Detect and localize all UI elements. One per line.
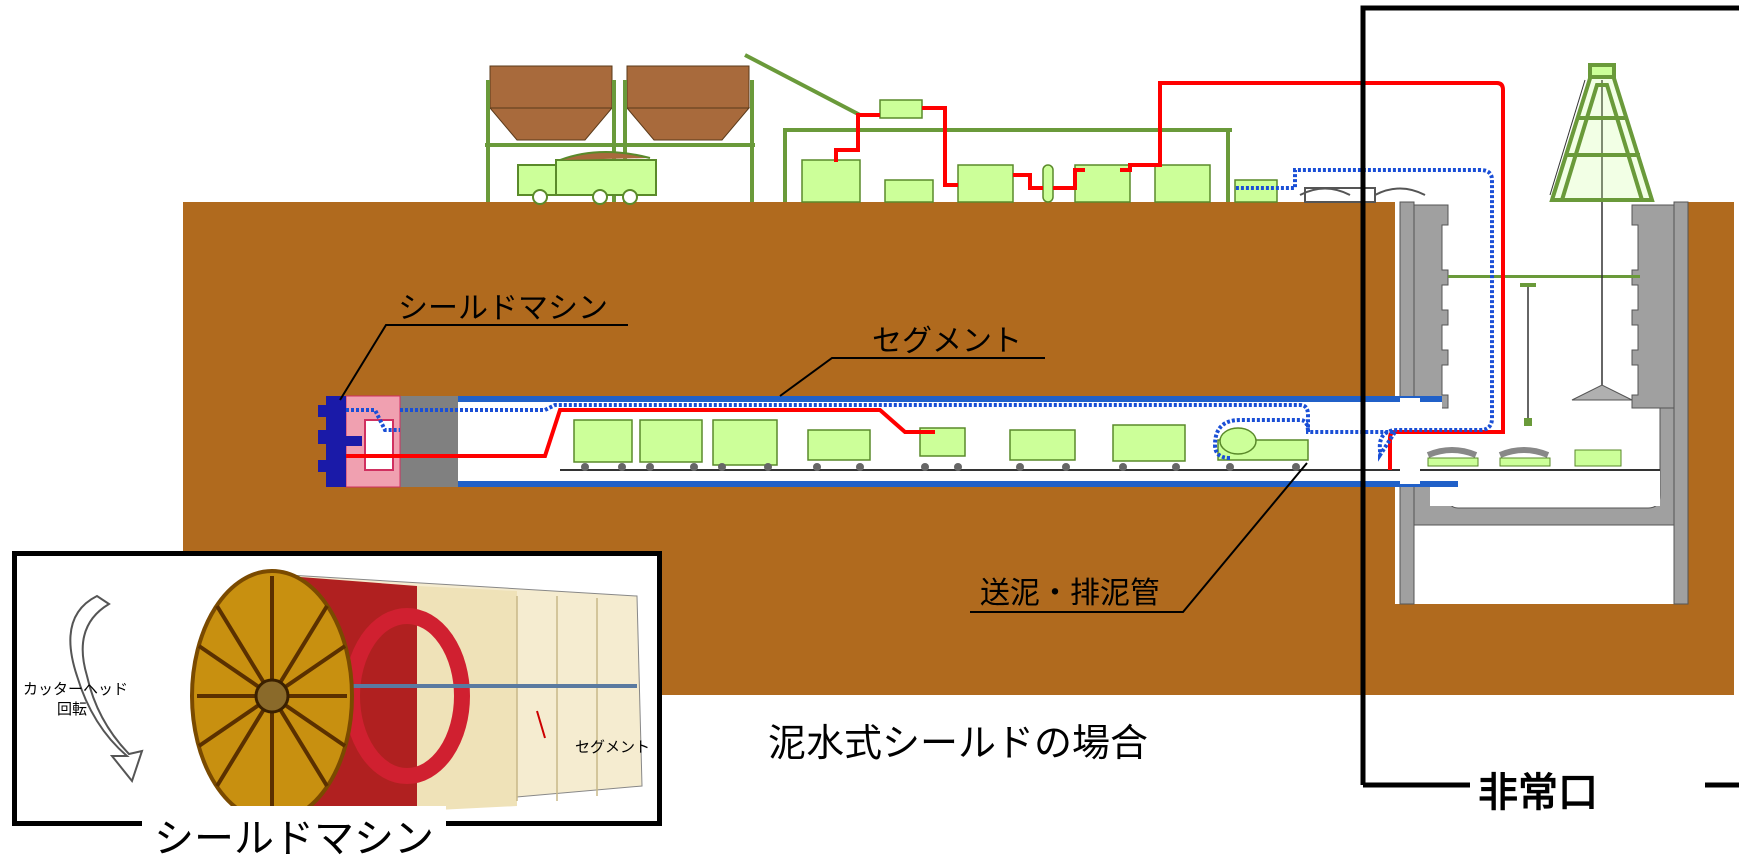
label-emergency-exit: 非常口 [1478,770,1598,816]
diagram-caption: 泥水式シールドの場合 [768,721,1149,765]
inset-segment-label: セグメント [575,738,651,756]
label-slurry-pipe: 送泥・排泥管 [980,576,1160,611]
label-segment: セグメント [872,324,1022,359]
tunnel-segment-top [458,396,1442,402]
vertical-shaft [1395,80,1689,605]
emergency-exit-frame [1360,5,1739,788]
tunnel-segment-bottom [458,481,1458,487]
shield-machine-inset: カッターヘッド 回転 セグメント [12,551,662,826]
dump-truck [517,151,657,205]
surface-plant [485,53,1426,205]
leader-lines [339,324,1308,613]
shield-machine-illustration [69,569,643,821]
slurry-return-loop [1212,418,1310,460]
inset-rotation-label: 回転 [57,700,88,718]
label-shield-machine: シールドマシン [398,291,608,326]
slurry-return-pipe [346,168,1494,462]
inset-cutter-head-label: カッターヘッド [23,680,129,698]
inset-title: シールドマシン [142,806,446,864]
gantry-crane [1549,63,1655,202]
rotation-arrow-icon [69,594,144,784]
slurry-feed-pipe [346,81,1505,470]
segment-carts [1426,447,1622,467]
silos [488,65,751,141]
